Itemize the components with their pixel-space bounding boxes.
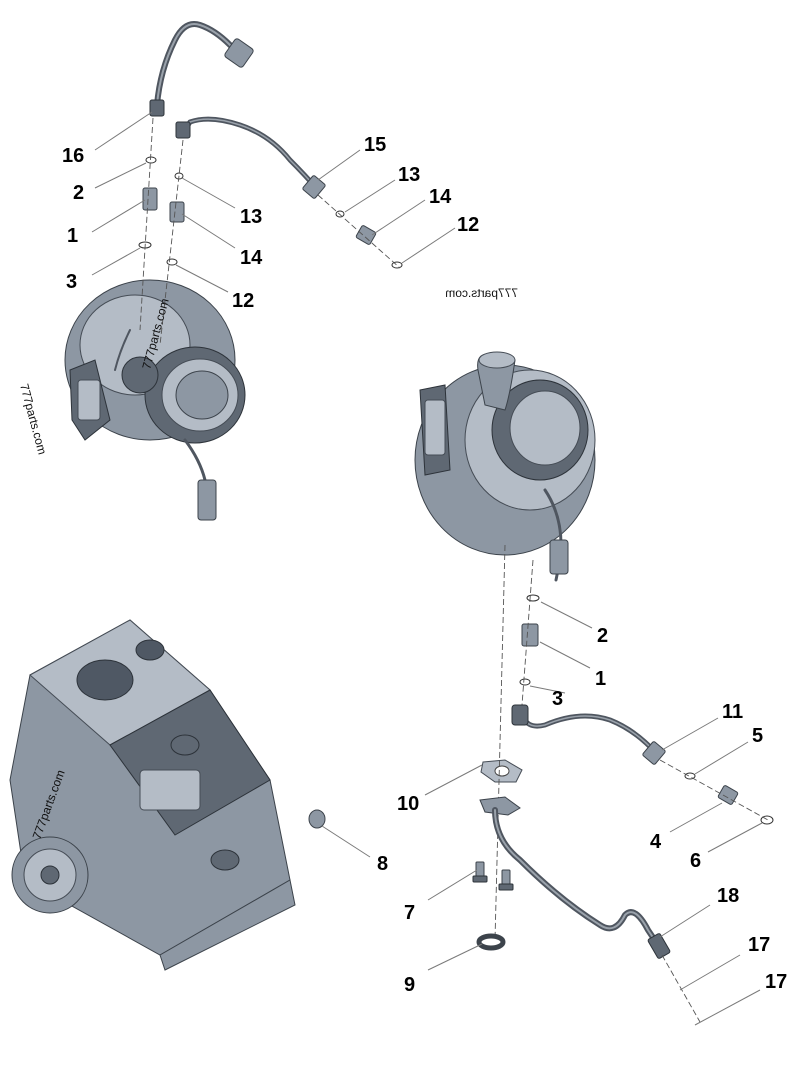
callout-2-lower: 2 (597, 625, 608, 647)
callout-15: 15 (364, 134, 386, 156)
callout-11: 11 (722, 701, 743, 723)
callout-2-upper: 2 (73, 182, 84, 204)
callout-5: 5 (752, 725, 763, 747)
clamp-9 (476, 933, 506, 951)
callout-12-upper-left: 12 (232, 290, 254, 312)
callout-numbers: 16 2 1 3 15 13 14 12 13 14 12 2 1 3 11 5… (62, 134, 787, 996)
callout-17-lower: 17 (765, 971, 787, 993)
turbocharger-left (64, 279, 246, 521)
callout-12-upper-right: 12 (457, 214, 479, 236)
callout-3-upper: 3 (66, 271, 77, 293)
engine-block (9, 619, 296, 971)
turbocharger-right (414, 351, 596, 582)
callout-10: 10 (397, 793, 419, 815)
callout-13-upper-left: 13 (240, 206, 262, 228)
watermark-left-edge: 777parts.com (17, 382, 49, 456)
drain-tube-18 (479, 796, 671, 959)
callout-9: 9 (404, 974, 415, 996)
callout-4: 4 (650, 831, 662, 853)
watermark-top-right: 777parts.com (445, 286, 518, 300)
tube-11 (511, 704, 666, 765)
callout-17-upper: 17 (748, 934, 770, 956)
leader-lines (91, 111, 763, 1026)
fittings-left (138, 156, 403, 269)
callout-3-lower: 3 (552, 688, 563, 710)
callout-14-upper-left: 14 (240, 247, 263, 269)
callout-18: 18 (717, 885, 739, 907)
callout-8: 8 (377, 853, 388, 875)
callout-6: 6 (690, 850, 701, 872)
callout-7: 7 (404, 902, 415, 924)
fittings-right (519, 594, 540, 686)
callout-1-lower: 1 (595, 668, 606, 690)
callout-14-upper-right: 14 (429, 186, 452, 208)
tube-15 (175, 116, 326, 199)
bolts-7 (472, 861, 514, 891)
gasket-10 (480, 759, 523, 783)
callout-1-upper: 1 (67, 225, 78, 247)
callout-13-upper-right: 13 (398, 164, 420, 186)
plug-8 (308, 809, 326, 829)
tube-16 (149, 21, 254, 117)
callout-16-upper: 16 (62, 145, 84, 167)
